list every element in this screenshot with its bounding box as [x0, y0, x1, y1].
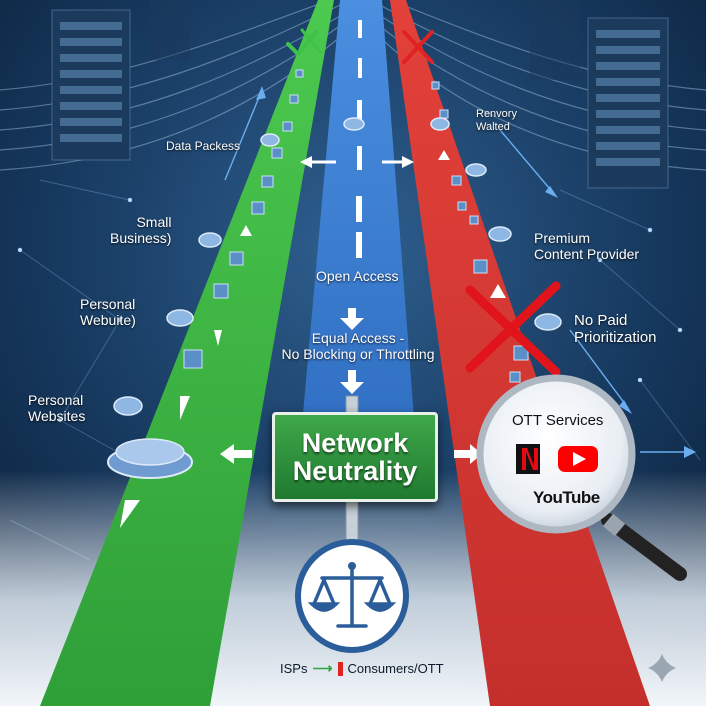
x-mark-icon	[402, 30, 434, 64]
magnifying-glass-icon	[476, 374, 687, 581]
ott-services-title: OTT Services	[512, 412, 604, 429]
router-disc	[430, 117, 562, 331]
label-open-access: Open Access	[316, 268, 399, 284]
open-access-arrowheads	[300, 156, 414, 168]
side-arrows	[220, 444, 482, 464]
legend-consumers: Consumers/OTT	[347, 661, 444, 676]
legend: ISPs ⟶ Consumers/OTT	[280, 660, 444, 677]
router-disc	[113, 133, 280, 416]
sparkle-icon	[648, 654, 676, 682]
label-no-paid-prioritization: No Paid Prioritization	[574, 312, 657, 347]
sign-line1: Network	[301, 427, 409, 458]
blue-lane-dashes	[356, 20, 362, 258]
label-equal-access: Equal Access - No Blocking or Throttling	[281, 330, 435, 363]
red-lane-arrows	[438, 150, 506, 298]
router-disc	[343, 117, 365, 131]
legend-isps: ISPs	[280, 661, 308, 676]
youtube-play-icon	[558, 446, 598, 472]
data-packets-green	[183, 69, 304, 369]
label-premium-provider: Premium Content Provider	[534, 230, 640, 263]
green-lane-arrows	[120, 225, 252, 528]
scales-of-justice-icon	[295, 539, 409, 653]
label-renvory-walted: Renvory Walted	[476, 108, 517, 133]
legend-arrow-icon: ⟶	[312, 660, 333, 676]
guide-arrows	[224, 89, 690, 453]
legend-red-marker	[337, 661, 343, 676]
guide-arrowheads	[256, 86, 696, 458]
router-disc-large	[107, 438, 193, 479]
label-personal-webuite: Personal Webuite)	[80, 296, 136, 329]
sign-line2: Neutrality	[292, 456, 418, 486]
x-mark-icon	[465, 281, 561, 377]
label-personal-websites: Personal Websites	[28, 392, 86, 425]
network-neutrality-sign: Network Neutrality	[272, 412, 438, 502]
x-mark-icon	[300, 28, 322, 54]
flow-arrow-down	[340, 308, 364, 394]
netflix-logo-icon	[516, 444, 540, 474]
label-data-packets: Data Packess	[166, 139, 241, 153]
youtube-wordmark: YouTube	[533, 488, 600, 507]
data-packets-red	[431, 81, 529, 383]
server-rack-icon	[150, 0, 580, 80]
label-small-business: Small Business)	[110, 214, 172, 247]
server-rack-icon	[587, 17, 669, 189]
server-rack-icon	[51, 9, 131, 161]
